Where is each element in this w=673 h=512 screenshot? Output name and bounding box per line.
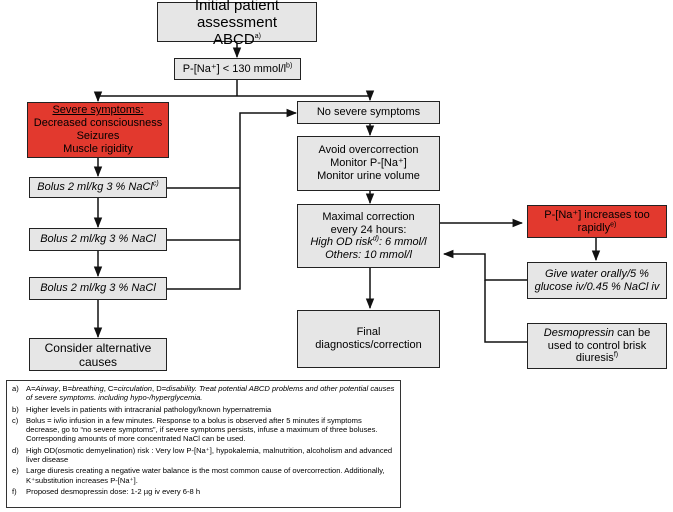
severe-symptom-item: Seizures (76, 130, 120, 142)
maximal-line1: Maximal correction (322, 211, 415, 223)
footnote-a-part: circulation (117, 384, 153, 393)
initial-footnote-ref: a) (254, 32, 261, 40)
footnote-a-part: disability. Treat potential ABCD problem… (26, 384, 395, 403)
severe-symptoms-box: Severe symptoms: Decreased consciousness… (27, 102, 169, 158)
alternative-causes-box: Consider alternative causes (29, 338, 167, 371)
sodium-threshold-text: P-[Na⁺] < 130 mmol/l (182, 62, 287, 75)
severe-symptom-item: Decreased consciousness (33, 117, 163, 129)
final-line1: Final (356, 326, 381, 338)
footnote-key: d) (12, 445, 19, 455)
initial-assessment-line2: ABCD (213, 30, 255, 48)
initial-assessment-box: Initial patient assessment ABCDa) (157, 0, 317, 48)
avoid-overcorrection-box: Avoid overcorrection Monitor P-[Na⁺] Mon… (297, 136, 440, 191)
increase-footnote-ref: e) (610, 220, 617, 228)
no-severe-symptoms-text: No severe symptoms (316, 106, 421, 118)
footnote-text: Proposed desmopressin dose: 1-2 µg iv ev… (26, 486, 201, 496)
maximal-correction-box: Maximal correction every 24 hours: High … (297, 204, 440, 268)
alternative-line2: causes (78, 354, 118, 369)
final-line2: diagnostics/correction (315, 339, 422, 351)
footnote-e: e) Large diuresis creating a negative wa… (12, 466, 395, 485)
footnote-f: f) Proposed desmopressin dose: 1-2 µg iv… (12, 487, 395, 496)
footnote-key: b) (12, 404, 19, 414)
footnote-key: c) (12, 415, 19, 425)
maximal-line2: every 24 hours: (330, 223, 407, 236)
severe-symptom-item: Muscle rigidity (63, 143, 133, 155)
avoid-line2: Monitor P-[Na⁺] (330, 157, 407, 169)
bolus-1-text: Bolus 2 ml/kg 3 % NaCl (37, 181, 153, 193)
footnote-text: Large diuresis creating a negative water… (26, 466, 385, 485)
maximal-line3b: : 6 mmol/l (378, 236, 427, 248)
maximal-line3a: High OD risk (310, 236, 373, 248)
footnote-key: f) (12, 486, 17, 496)
footnote-text: High OD(osmotic demyelination) risk : Ve… (26, 445, 393, 465)
sodium-footnote-ref: b) (286, 61, 293, 69)
increase-line2: rapidly (577, 221, 611, 234)
bolus-box-3: Bolus 2 ml/kg 3 % NaCl (29, 277, 167, 300)
alternative-line1: Consider alternative (44, 340, 152, 355)
desmo-line3: diuresis (575, 352, 614, 365)
footnote-c: c) Bolus = iv/io infusion in a few minut… (12, 416, 395, 444)
desmo-line1a: Desmopressin (543, 327, 615, 340)
bolus-footnote-ref: c) (152, 180, 159, 188)
increase-line1: P-[Na⁺] increases too (544, 208, 650, 221)
footnote-a-part: A= (26, 384, 36, 393)
footnotes-panel: a) A=Airway, B=breathing, C=circulation,… (6, 380, 401, 508)
footnote-a-part: , C= (103, 384, 118, 393)
footnote-key: e) (12, 466, 19, 476)
footnote-d: d) High OD(osmotic demyelination) risk :… (12, 446, 395, 465)
footnote-a-part: breathing (72, 384, 104, 393)
no-severe-symptoms-box: No severe symptoms (297, 101, 440, 124)
footnote-a-part: Airway (35, 384, 59, 393)
maximal-line4: Others: 10 mmol/l (325, 248, 412, 261)
desmopressin-box: Desmopressin can be used to control bris… (527, 323, 667, 369)
desmo-footnote-ref: f) (613, 351, 619, 359)
bolus-box-2: Bolus 2 ml/kg 3 % NaCl (29, 228, 167, 251)
footnote-b: b) Higher levels in patients with intrac… (12, 405, 395, 414)
rapid-increase-box: P-[Na⁺] increases too rapidlye) (527, 205, 667, 238)
footnote-a-part: , B= (58, 384, 73, 393)
initial-assessment-line1: Initial patient assessment (194, 0, 280, 31)
desmo-line1b: can be (614, 327, 651, 340)
avoid-line1: Avoid overcorrection (318, 144, 419, 156)
footnote-key: a) (12, 384, 19, 393)
final-diagnostics-box: Final diagnostics/correction (297, 310, 440, 368)
desmo-line2: used to control brisk (547, 339, 647, 352)
footnote-a: a) A=Airway, B=breathing, C=circulation,… (12, 384, 395, 403)
give-water-box: Give water orally/5 % glucose iv/0.45 % … (527, 262, 667, 299)
footnote-a-part: , D= (152, 384, 167, 393)
severe-symptoms-title: Severe symptoms: (52, 104, 144, 116)
bolus-3-text: Bolus 2 ml/kg 3 % NaCl (40, 282, 156, 294)
avoid-line3: Monitor urine volume (317, 170, 420, 182)
footnote-text: Higher levels in patients with intracran… (26, 404, 272, 414)
bolus-2-text: Bolus 2 ml/kg 3 % NaCl (40, 233, 156, 245)
sodium-threshold-box: P-[Na⁺] < 130 mmol/lb) (174, 58, 301, 80)
od-risk-footnote-ref: d) (372, 235, 379, 243)
water-line2: glucose iv/0.45 % NaCl iv (534, 280, 660, 293)
water-line1: Give water orally/5 % (545, 267, 649, 280)
footnote-text: Bolus = iv/io infusion in a few minutes.… (26, 415, 378, 444)
bolus-box-1: Bolus 2 ml/kg 3 % NaClc) (29, 177, 167, 198)
